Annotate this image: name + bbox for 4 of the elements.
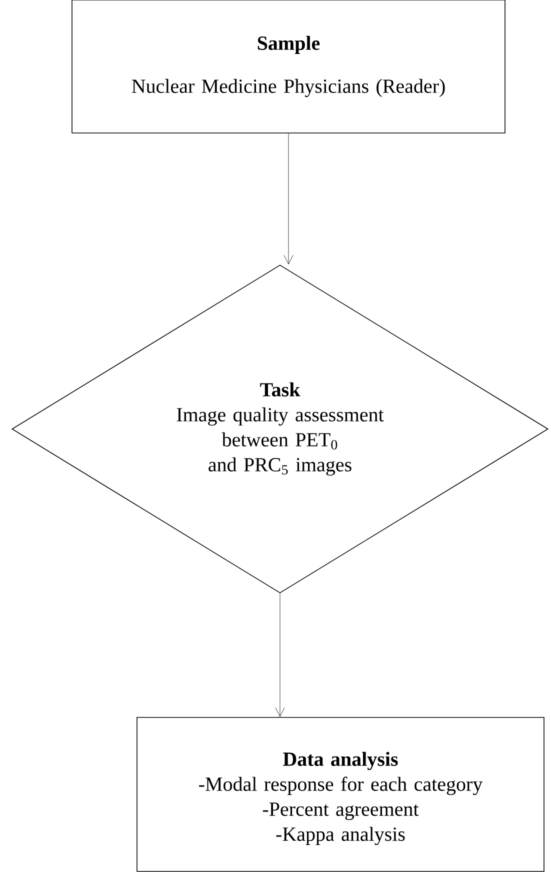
arrow <box>275 593 285 717</box>
process-box: Data analysis -Modal response for each category -Percent agreement -Kappa analysis <box>136 717 544 872</box>
arrow <box>284 133 294 264</box>
process-box: Sample Nuclear Medicine Physicians (Reader) <box>72 0 506 134</box>
